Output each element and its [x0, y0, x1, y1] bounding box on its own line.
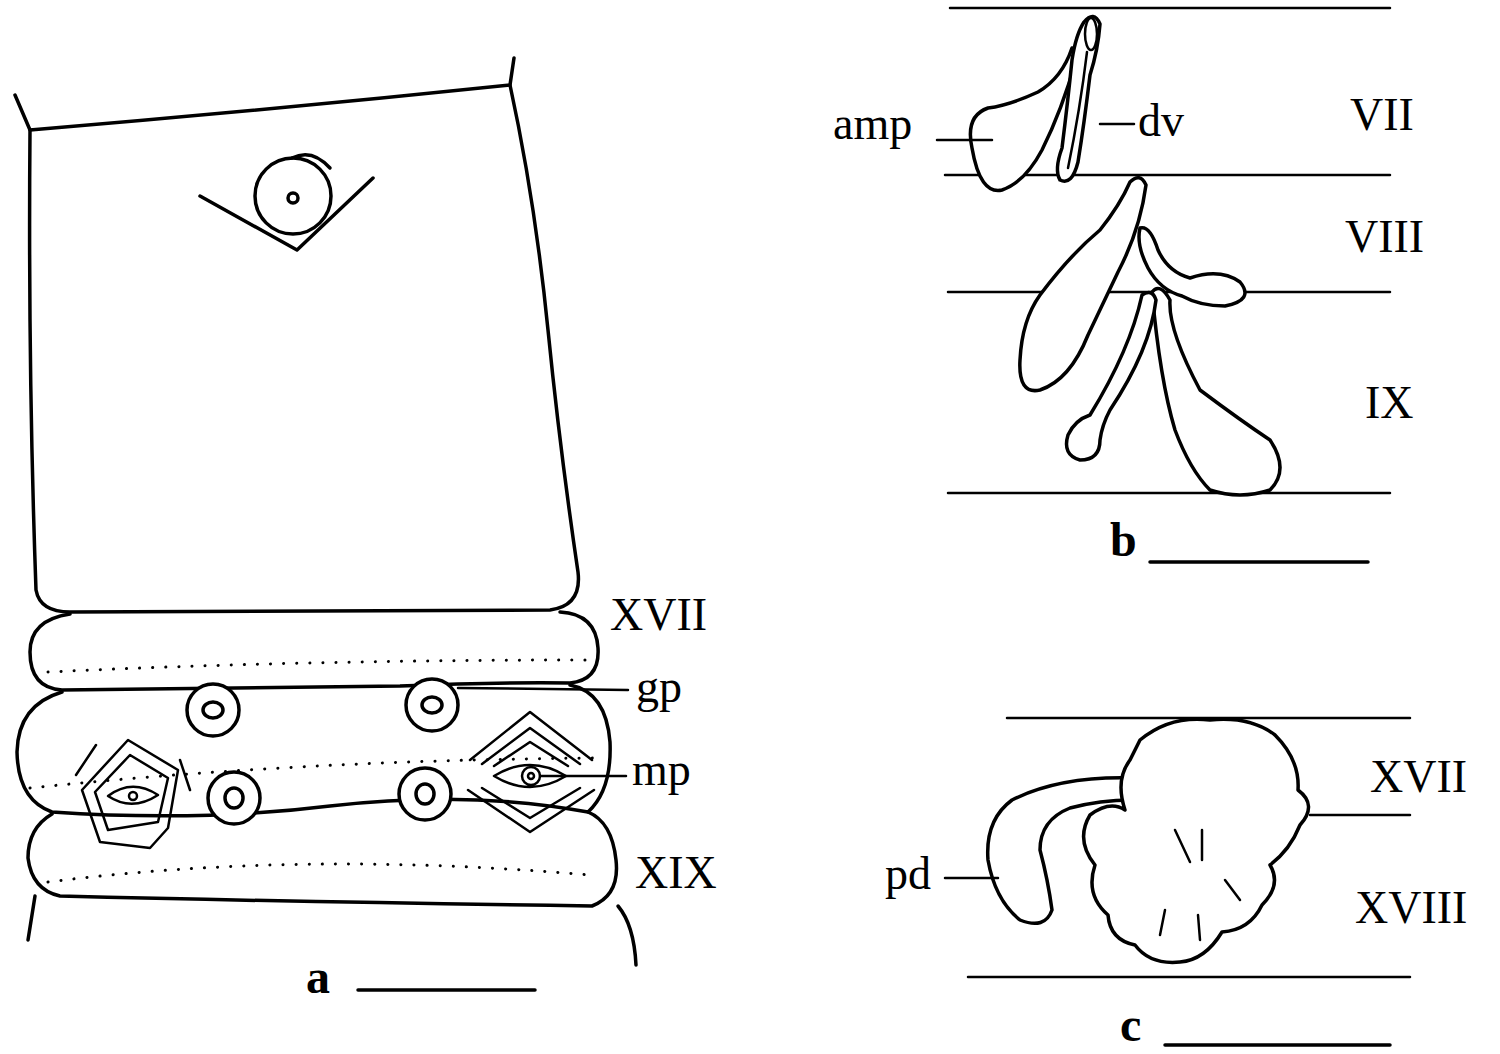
- male-pore-field: [82, 740, 178, 848]
- leader-line: [458, 688, 628, 690]
- segment-number: VII: [1350, 92, 1414, 138]
- male-pore-field: [482, 788, 580, 818]
- segment-number: VIII: [1345, 214, 1424, 260]
- figure-letter: c: [1120, 1001, 1141, 1049]
- segment-number: XVIII: [1355, 885, 1467, 931]
- spermathecae-view: [937, 8, 1390, 562]
- prostate-view: [945, 718, 1410, 1045]
- figure-letter: b: [1110, 516, 1137, 564]
- segment-number: IX: [1365, 380, 1414, 426]
- prostate-gland: [1084, 719, 1309, 962]
- male-pore-field: [494, 742, 568, 766]
- genital-papilla: [399, 768, 451, 820]
- segment-number: XIX: [635, 850, 717, 896]
- septum-line: [950, 7, 1390, 10]
- male-pore-field: [468, 790, 594, 832]
- genital-papilla: [187, 684, 239, 736]
- genital-papilla: [225, 788, 243, 808]
- prostate-lobe: [1160, 830, 1240, 940]
- male-pore: [129, 792, 137, 800]
- genital-papilla: [416, 784, 434, 804]
- septum-line: [968, 976, 1410, 979]
- male-pore-field: [482, 728, 580, 764]
- genital-papilla: [406, 679, 458, 731]
- figure-letter: a: [306, 953, 330, 1001]
- diverticulum: [1068, 52, 1087, 168]
- ampulla: [1152, 288, 1280, 495]
- pore-field: [200, 178, 373, 250]
- diverticulum: [1067, 292, 1157, 460]
- segment-outline: [30, 612, 598, 690]
- setal-ring: [48, 660, 585, 672]
- segment-number: XVII: [610, 592, 707, 638]
- structure-abbreviation: dv: [1138, 98, 1184, 144]
- setal-ring: [48, 864, 590, 882]
- septum-line: [948, 492, 1390, 495]
- scale-bar: [1165, 1043, 1390, 1047]
- body-outline: [618, 906, 636, 965]
- setal-ring: [30, 758, 600, 788]
- scale-bar: [358, 988, 535, 992]
- body-outline: [15, 58, 514, 130]
- male-pore-field: [470, 712, 592, 760]
- male-pore: [522, 767, 540, 785]
- leader-line: [1100, 123, 1134, 126]
- leader-line: [945, 877, 998, 880]
- pore-field: [292, 155, 330, 168]
- genital-papilla: [203, 702, 223, 718]
- male-pore-field: [76, 745, 190, 790]
- structure-abbreviation: amp: [833, 101, 912, 147]
- segment-outline: [17, 685, 610, 816]
- clitellum-outline: [30, 85, 579, 612]
- diverticulum: [1085, 18, 1097, 50]
- structure-abbreviation: mp: [632, 747, 691, 793]
- genital-papilla: [422, 697, 442, 713]
- female-pore: [255, 158, 331, 234]
- leader-line: [937, 139, 992, 142]
- scale-bar: [1150, 560, 1368, 564]
- leader-line: [540, 775, 626, 778]
- structure-abbreviation: pd: [885, 851, 931, 897]
- septum-line: [1310, 814, 1410, 817]
- body-outline: [28, 896, 35, 940]
- male-pore: [528, 773, 534, 779]
- male-pore-field: [95, 755, 168, 830]
- segment-outline: [28, 812, 617, 906]
- diverticulum: [1057, 16, 1100, 181]
- male-pore: [108, 787, 158, 804]
- genital-papilla: [208, 772, 260, 824]
- structure-abbreviation: gp: [636, 664, 682, 710]
- female-pore: [288, 193, 298, 203]
- segment-number: XVII: [1370, 754, 1467, 800]
- ventral-view: [15, 58, 636, 990]
